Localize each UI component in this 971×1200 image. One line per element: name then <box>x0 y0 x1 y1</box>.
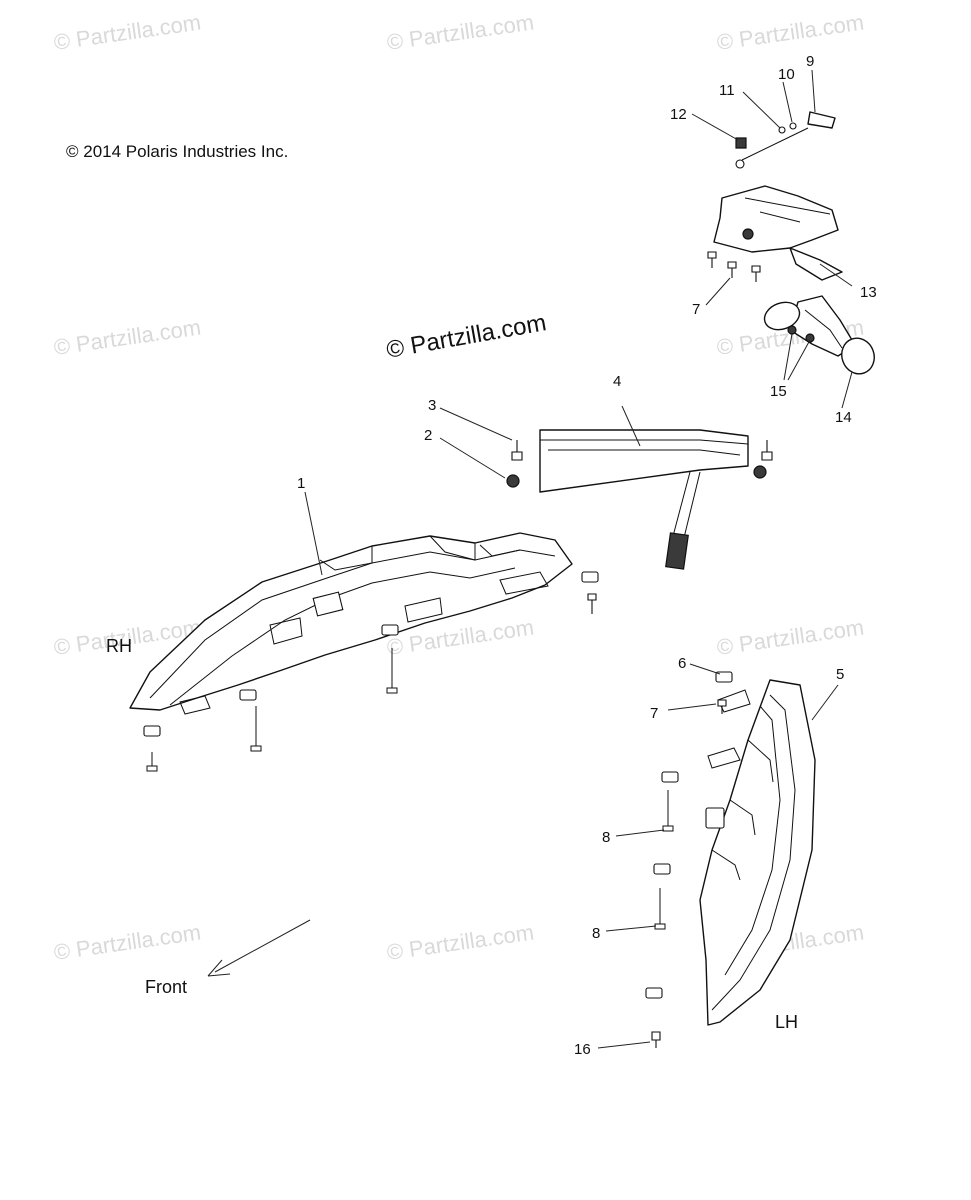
watermark: © Partzilla.com <box>52 920 202 965</box>
callout-16: 16 <box>574 1041 591 1058</box>
callout-15: 15 <box>770 383 787 400</box>
part-15-nuts <box>787 325 815 343</box>
part-5-hardware <box>645 671 733 1048</box>
callout-7-bracket: 7 <box>692 301 700 318</box>
rh-label: RH <box>106 636 132 656</box>
watermark: © Partzilla.com <box>52 10 202 55</box>
callout-6: 6 <box>678 655 686 672</box>
watermark: © Partzilla.com <box>385 920 535 965</box>
part-1-hardware <box>143 571 599 772</box>
front-label: Front <box>145 977 187 997</box>
part-13-rear-bracket[interactable] <box>707 185 843 282</box>
front-arrow <box>207 919 311 977</box>
callout-8-lower: 8 <box>592 925 600 942</box>
copyright-notice: © 2014 Polaris Industries Inc. <box>66 142 288 161</box>
callout-2: 2 <box>424 427 432 444</box>
callout-1: 1 <box>297 475 305 492</box>
watermark: © Partzilla.com <box>715 615 865 660</box>
callout-13: 13 <box>860 284 877 301</box>
callout-9: 9 <box>806 53 814 70</box>
watermark: © Partzilla.com <box>385 10 535 55</box>
lh-label: LH <box>775 1012 798 1032</box>
callout-3: 3 <box>428 397 436 414</box>
part-10-11-12-hardware <box>735 122 797 169</box>
watermark: © Partzilla.com <box>52 315 202 360</box>
leader-lines <box>304 69 853 1049</box>
callout-4: 4 <box>613 373 621 390</box>
callouts: 1 2 3 4 5 6 7 7 8 8 9 10 11 12 13 14 15 … <box>297 53 877 1058</box>
callout-8-upper: 8 <box>602 829 610 846</box>
callout-7-lh: 7 <box>650 705 658 722</box>
part-4-light-bar[interactable] <box>539 429 749 570</box>
part-4-hardware <box>506 440 773 488</box>
callout-5: 5 <box>836 666 844 683</box>
watermark: © Partzilla.com <box>715 10 865 55</box>
part-9-license-plate-light[interactable] <box>741 111 836 161</box>
main-watermark: © Partzilla.com <box>384 309 548 364</box>
callout-10: 10 <box>778 66 795 83</box>
callout-12: 12 <box>670 106 687 123</box>
part-5-lh-panel[interactable] <box>699 679 816 1026</box>
callout-14: 14 <box>835 409 852 426</box>
part-1-rh-panel[interactable] <box>129 532 573 715</box>
part-14-reflector-bracket[interactable] <box>761 295 880 378</box>
callout-11: 11 <box>719 82 735 99</box>
